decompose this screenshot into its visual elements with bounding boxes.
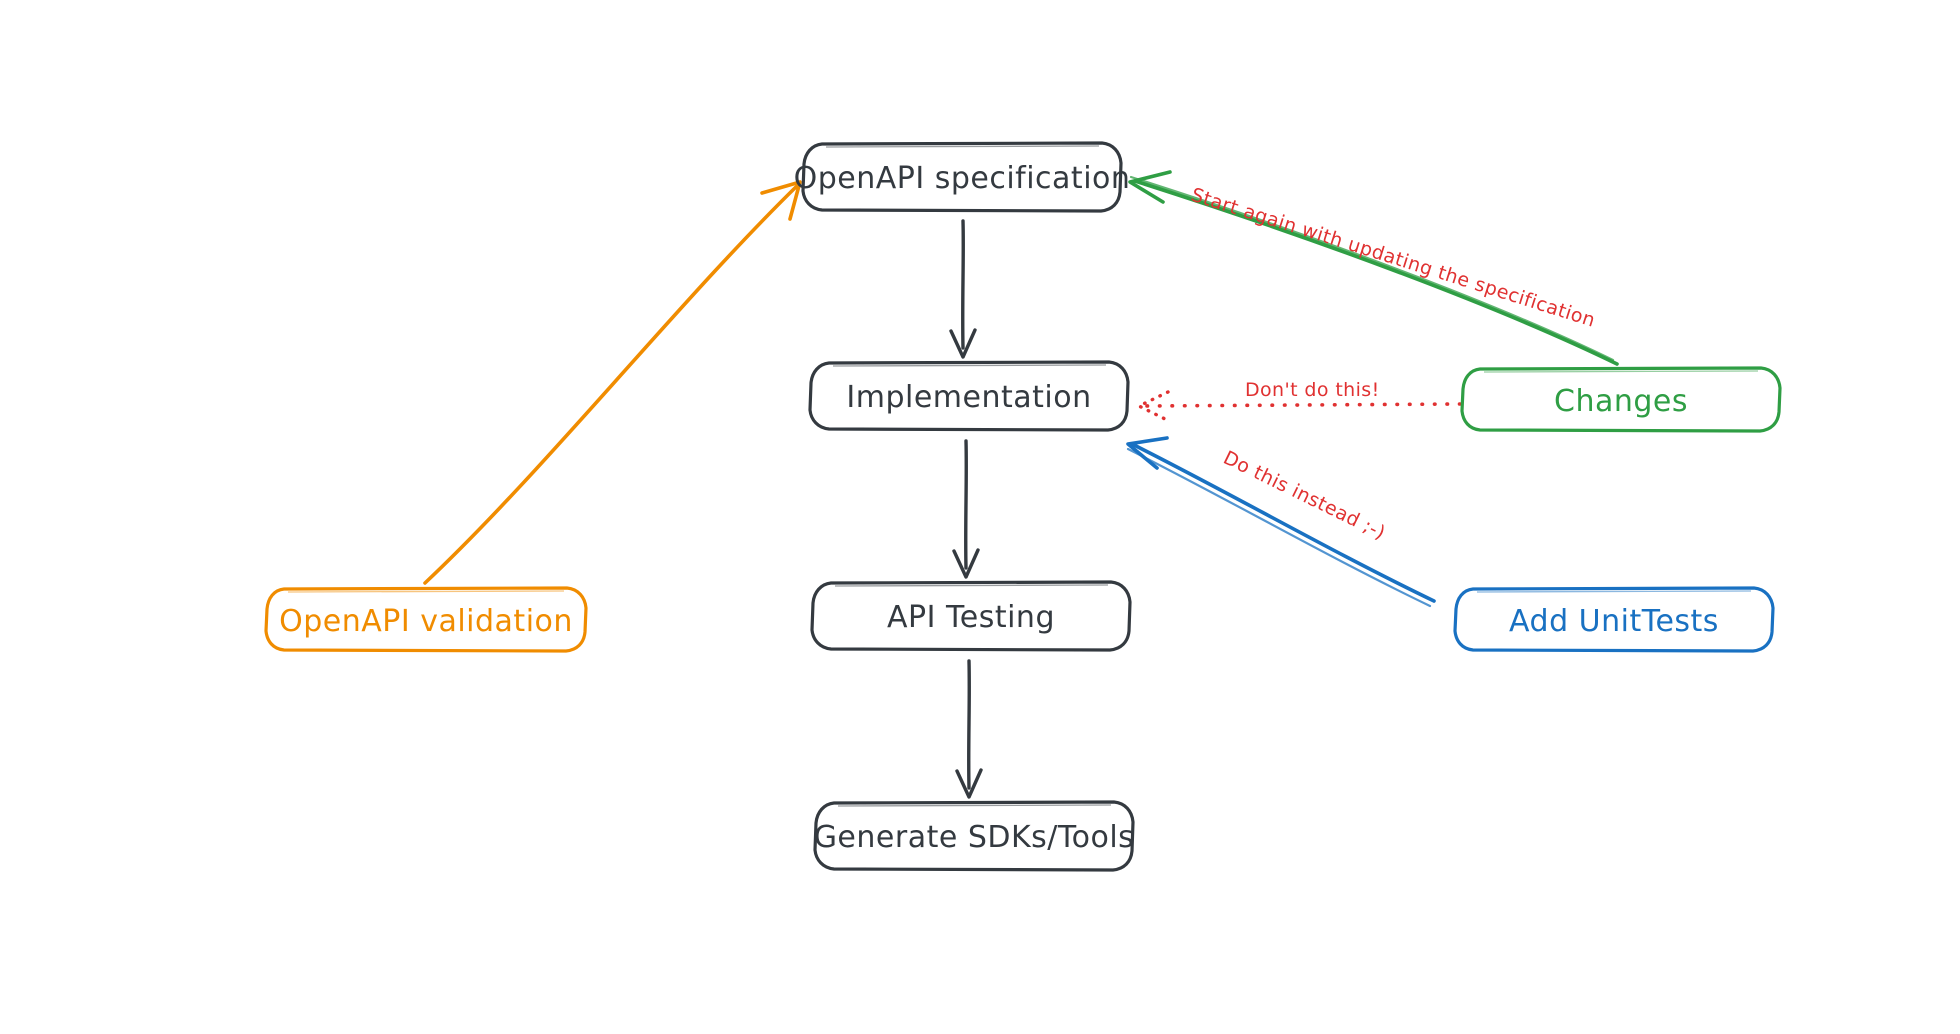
node-label-openapi-validation: OpenAPI validation: [279, 604, 573, 639]
edge-api-testing-to-generate-sdks: [955, 659, 983, 799]
node-openapi-specification[interactable]: OpenAPI specification: [794, 141, 1131, 213]
node-label-changes: Changes: [1554, 384, 1688, 419]
node-add-unittests[interactable]: Add UnitTests: [1453, 586, 1775, 653]
edge-implementation-to-api-testing: [952, 439, 980, 579]
node-label-openapi-specification: OpenAPI specification: [794, 161, 1131, 196]
edge-label-unittests-to-implementation: Do this instead ;-): [1220, 447, 1389, 545]
edge-changes-to-spec: [1128, 170, 1619, 366]
node-generate-sdks-tools[interactable]: Generate SDKs/Tools: [813, 800, 1135, 872]
edge-unittests-to-implementation: [1126, 436, 1436, 608]
node-api-testing[interactable]: API Testing: [810, 580, 1132, 652]
edge-label-changes-to-spec: Start again with updating the specificat…: [1188, 184, 1598, 332]
node-label-generate-sdks-tools: Generate SDKs/Tools: [814, 820, 1135, 855]
edge-label-changes-to-implementation: Don't do this!: [1245, 379, 1380, 401]
node-label-api-testing: API Testing: [887, 600, 1055, 635]
node-label-add-unittests: Add UnitTests: [1509, 604, 1719, 639]
node-label-implementation: Implementation: [846, 380, 1091, 415]
node-changes[interactable]: Changes: [1460, 366, 1782, 433]
edge-spec-to-implementation: [949, 219, 977, 359]
node-implementation[interactable]: Implementation: [808, 360, 1130, 432]
edge-validation-to-spec: [423, 180, 802, 585]
node-openapi-validation[interactable]: OpenAPI validation: [264, 586, 588, 653]
edge-changes-to-implementation: [1137, 390, 1462, 422]
